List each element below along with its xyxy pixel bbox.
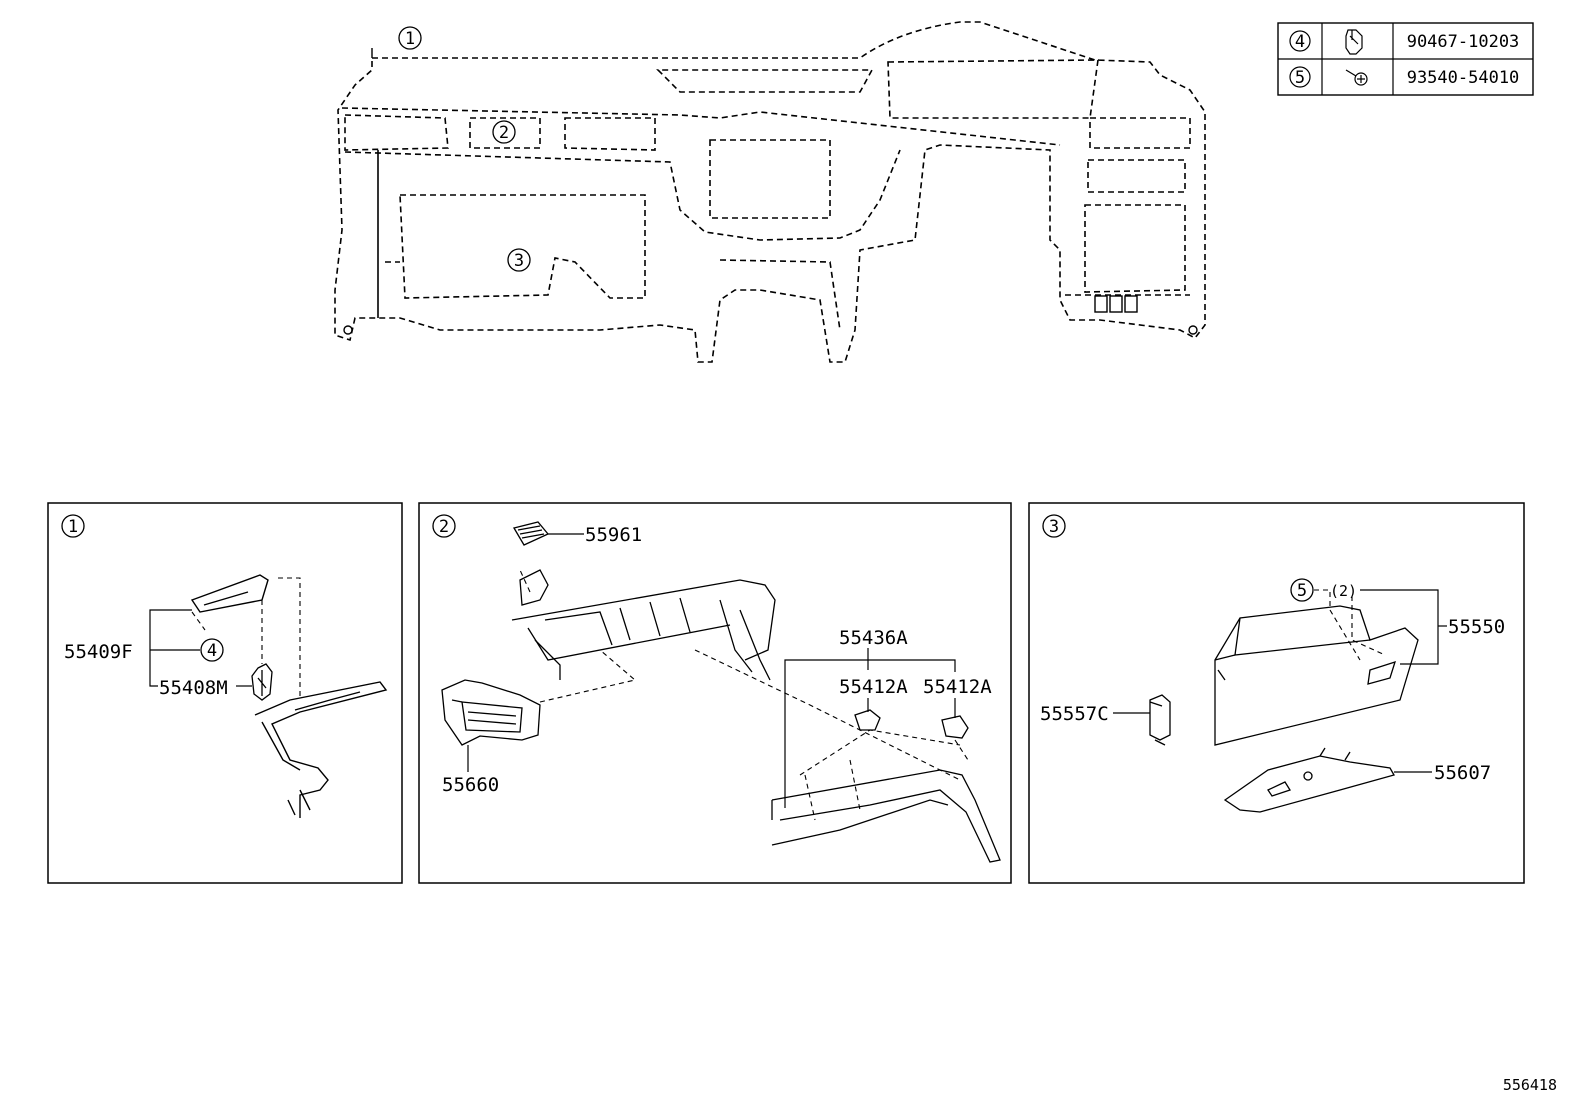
table-row-2-part: 93540-54010 (1407, 68, 1520, 88)
label-55660[interactable]: 55660 (442, 774, 499, 796)
callout-1[interactable]: 1 (398, 26, 422, 50)
panel-1-leaders (149, 609, 252, 687)
label-55961[interactable]: 55961 (585, 524, 642, 546)
part-55409f-drawing[interactable] (190, 574, 269, 613)
svg-text:4: 4 (1295, 32, 1305, 52)
svg-text:3: 3 (1049, 517, 1059, 537)
part-55412a-left-drawing[interactable] (854, 709, 881, 731)
panel-1-callout-4[interactable]: 4 (200, 638, 224, 662)
panel-3-leaders (1113, 589, 1447, 773)
panel-2-guides (519, 569, 969, 821)
label-55607[interactable]: 55607 (1434, 762, 1491, 784)
instrument-panel-overview (334, 21, 1206, 363)
svg-text:4: 4 (207, 641, 217, 661)
svg-text:2: 2 (439, 517, 449, 537)
part-55961-drawing[interactable] (512, 521, 584, 546)
svg-text:1: 1 (405, 29, 415, 49)
overview-callouts: 1 2 3 (398, 26, 531, 272)
part-55408m-drawing[interactable] (251, 663, 273, 701)
panel-3-ref: 3 (1042, 514, 1066, 538)
screw-icon (1345, 69, 1368, 86)
svg-text:5: 5 (1295, 68, 1305, 88)
overview-details (343, 48, 1198, 335)
part-55412a-right-drawing[interactable] (941, 715, 969, 739)
label-55436a[interactable]: 55436A (839, 627, 908, 649)
svg-text:2: 2 (499, 123, 509, 143)
part-55607-drawing[interactable] (1223, 747, 1395, 813)
part-55557c-drawing[interactable] (1149, 694, 1171, 746)
svg-text:1: 1 (68, 517, 78, 537)
table-row-2-ref: 5 (1289, 66, 1311, 88)
panel-1-guides (191, 577, 301, 700)
detail-panel-2: 2 (418, 502, 1012, 884)
callout-3[interactable]: 3 (507, 248, 531, 272)
panel-3-guides (1314, 589, 1386, 661)
detail-panel-3: 3 (1028, 502, 1525, 884)
fastener-table: 4 90467-10203 5 93540-54010 (1277, 22, 1534, 96)
label-55412a-right[interactable]: 55412A (923, 676, 992, 698)
clip-icon (1345, 29, 1363, 55)
label-55557c[interactable]: 55557C (1040, 703, 1109, 725)
panel-2-frame-drawing (511, 569, 776, 681)
callout-2[interactable]: 2 (492, 120, 516, 144)
detail-panel-1: 1 4 (47, 502, 403, 884)
panel-1-ref: 1 (61, 514, 85, 538)
quantity-2: (2) (1330, 582, 1357, 600)
part-55660-drawing[interactable] (441, 679, 541, 746)
panel-2-leaders (467, 648, 956, 808)
table-row-1-part: 90467-10203 (1407, 32, 1520, 52)
part-55550-drawing[interactable] (1214, 605, 1419, 746)
label-55550[interactable]: 55550 (1448, 616, 1505, 638)
svg-text:5: 5 (1297, 581, 1307, 601)
panel-1-base-drawing (254, 681, 388, 818)
label-55408m[interactable]: 55408M (159, 677, 228, 699)
label-55409f[interactable]: 55409F (64, 641, 133, 663)
panel-2-trim-drawing (771, 769, 1001, 863)
table-row-1-ref: 4 (1289, 30, 1311, 52)
svg-text:3: 3 (514, 251, 524, 271)
label-55412a-left[interactable]: 55412A (839, 676, 908, 698)
panel-2-ref: 2 (432, 514, 456, 538)
figure-id: 556418 (1503, 1076, 1557, 1094)
panel-3-callout-5[interactable]: 5 (1290, 578, 1314, 602)
